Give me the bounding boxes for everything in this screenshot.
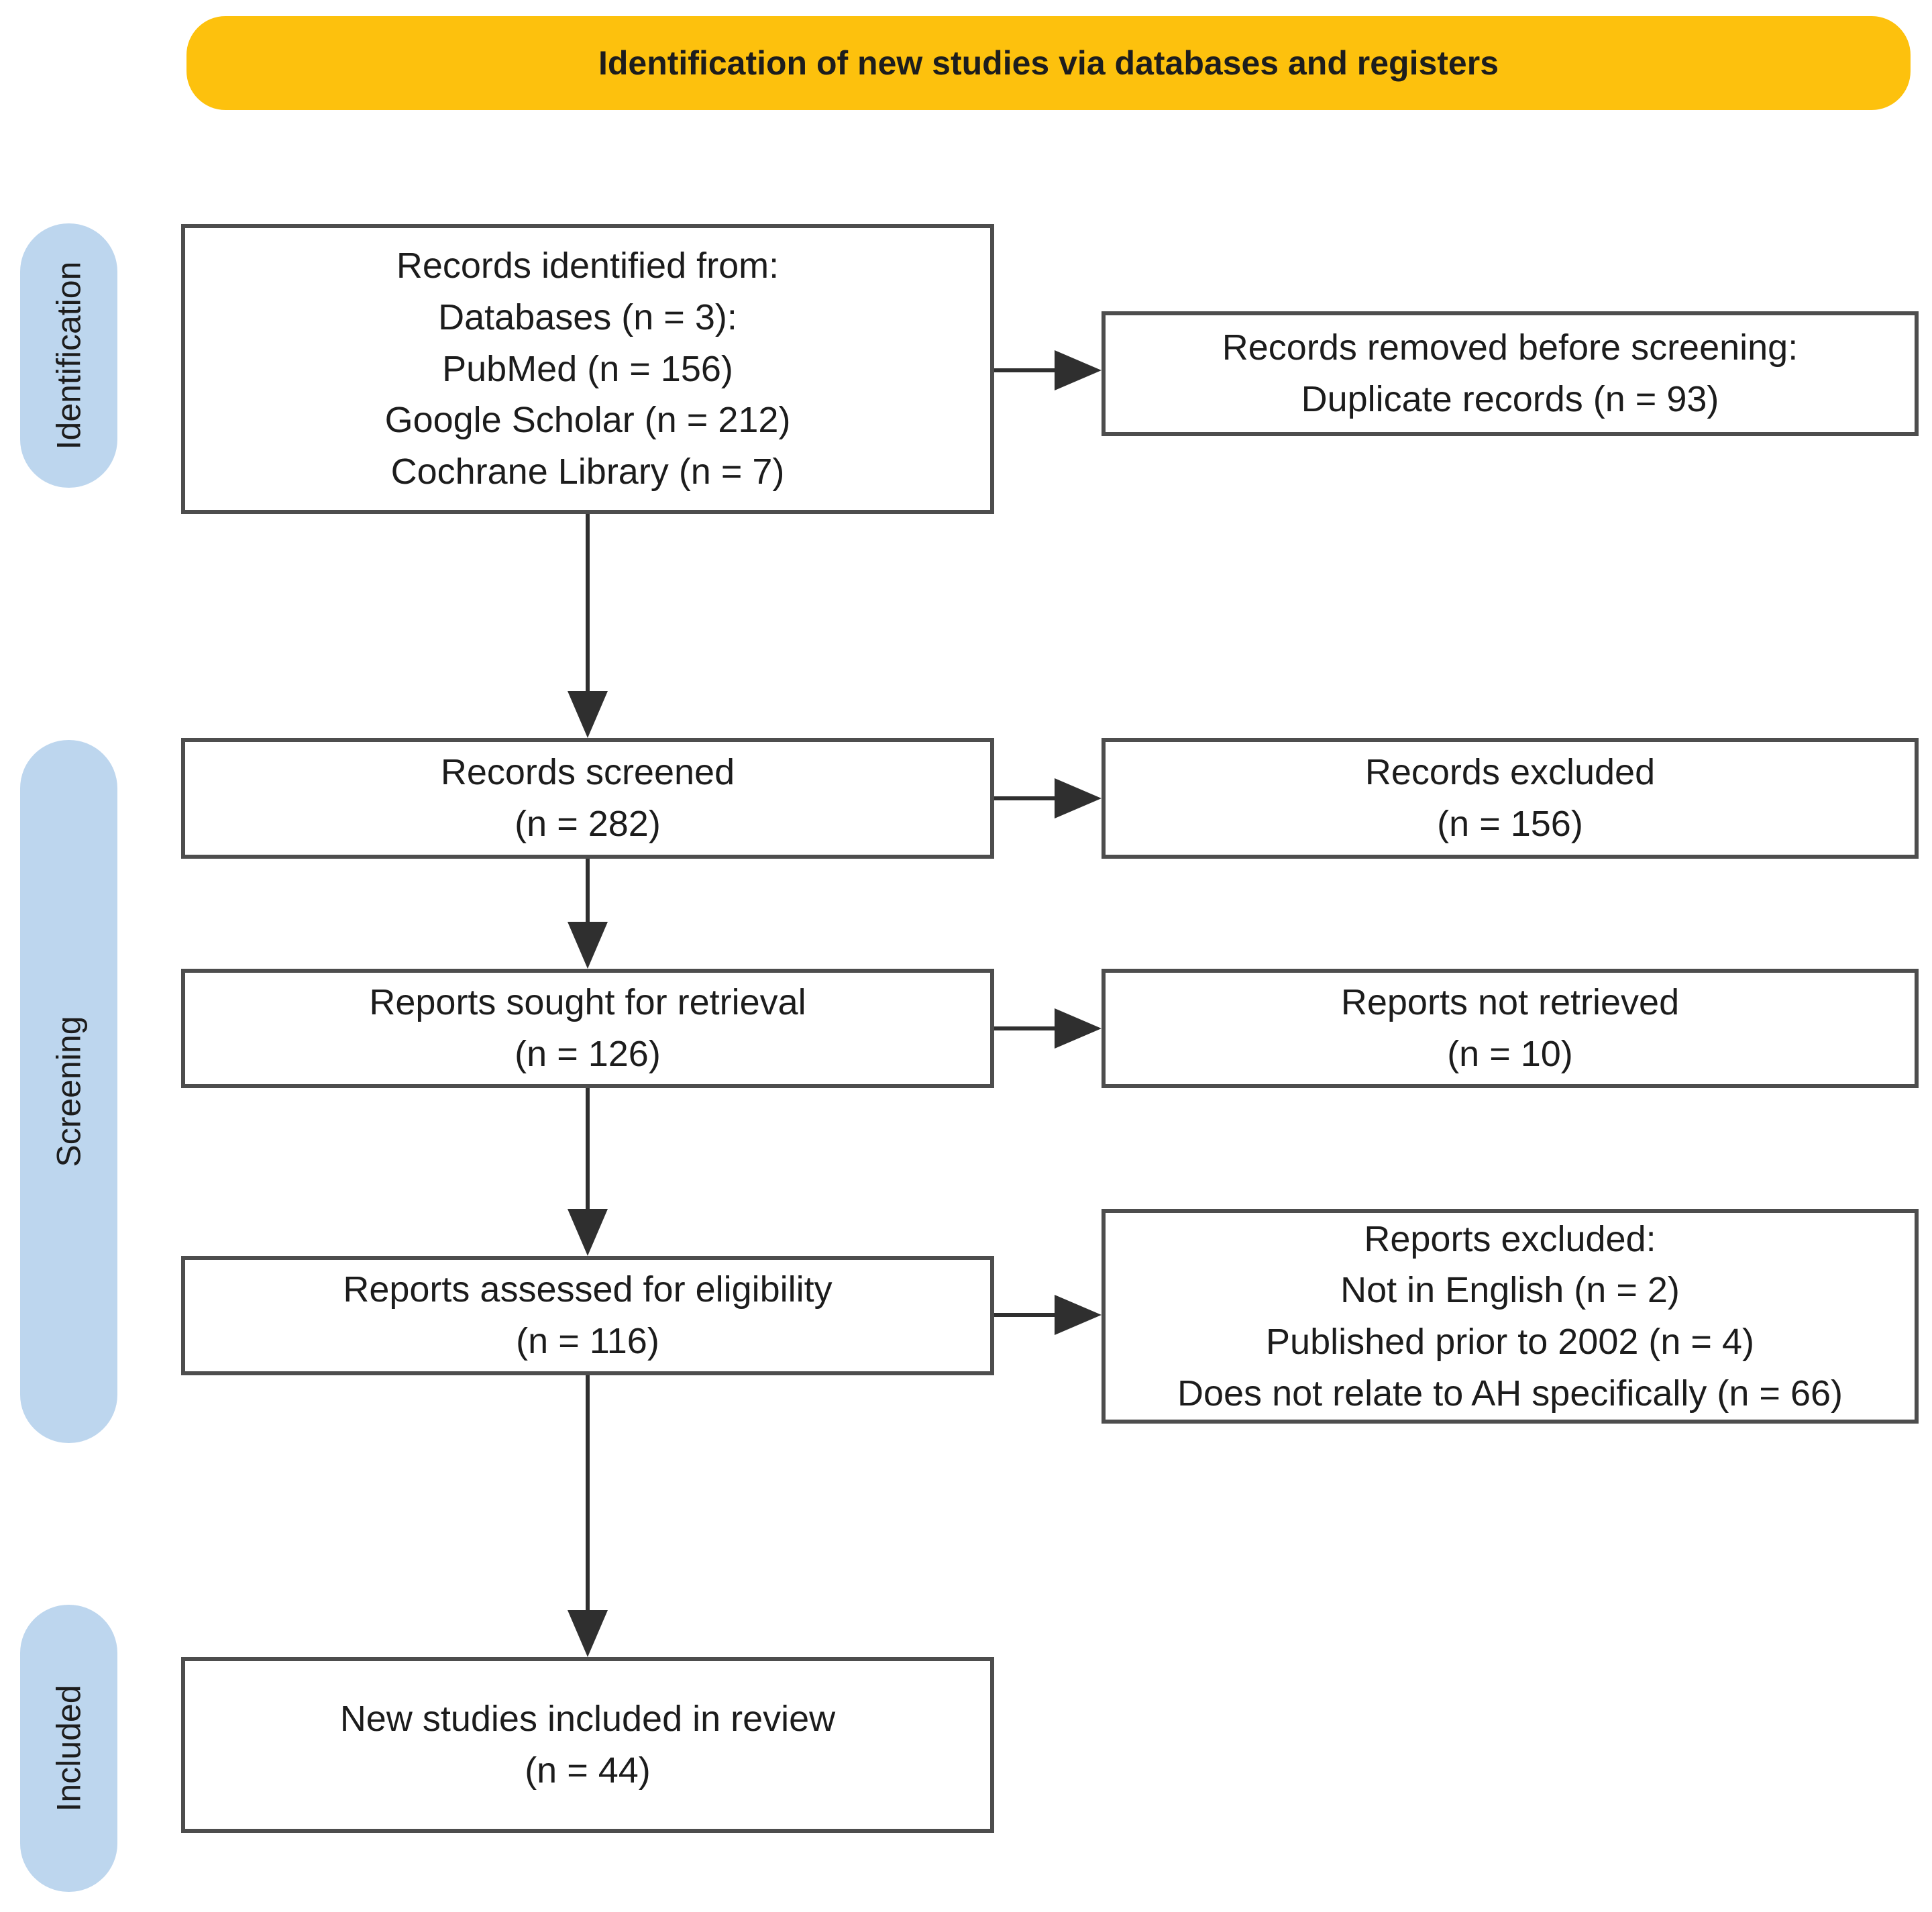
connector-screened-to-excluded (994, 796, 1056, 800)
box-line: (n = 126) (515, 1034, 661, 1074)
box-line: Reports not retrieved (1340, 982, 1680, 1023)
stage-pill-included: Included (20, 1605, 117, 1892)
box-line: Cochrane Library (n = 7) (390, 452, 785, 492)
new-studies-included-box: New studies included in review (n = 44) (181, 1657, 994, 1833)
box-line: (n = 156) (1437, 804, 1583, 844)
box-line: (n = 282) (515, 804, 661, 844)
box-line: Reports excluded: (1364, 1218, 1656, 1259)
records-screened-box: Records screened (n = 282) (181, 738, 994, 859)
arrow-down-icon (568, 1610, 608, 1657)
records-removed-box: Records removed before screening: Duplic… (1102, 311, 1919, 436)
diagram-title: Identification of new studies via databa… (598, 44, 1499, 82)
box-line: Reports assessed for eligibility (343, 1269, 833, 1310)
box-line: Published prior to 2002 (n = 4) (1266, 1322, 1754, 1362)
arrow-right-icon (1055, 778, 1102, 818)
box-line: Records identified from: (396, 246, 780, 286)
connector-screened-to-sought (586, 859, 590, 923)
arrow-down-icon (568, 1209, 608, 1256)
reports-sought-box: Reports sought for retrieval (n = 126) (181, 969, 994, 1088)
connector-assessed-to-included (586, 1375, 590, 1611)
box-line: Databases (n = 3): (438, 297, 737, 337)
box-line: (n = 10) (1447, 1034, 1573, 1074)
connector-sought-to-not-retrieved (994, 1026, 1056, 1030)
arrow-right-icon (1055, 350, 1102, 390)
box-line: Duplicate records (n = 93) (1301, 379, 1719, 419)
stage-pill-screening: Screening (20, 740, 117, 1443)
connector-assessed-to-reports-excluded (994, 1313, 1056, 1317)
box-line: Records removed before screening: (1222, 327, 1799, 368)
stage-label-included: Included (50, 1685, 88, 1812)
box-line: Records screened (440, 752, 735, 793)
reports-not-retrieved-box: Reports not retrieved (n = 10) (1102, 969, 1919, 1088)
reports-assessed-box: Reports assessed for eligibility (n = 11… (181, 1256, 994, 1375)
box-line: New studies included in review (339, 1699, 836, 1740)
arrow-down-icon (568, 691, 608, 738)
stage-pill-identification: Identification (20, 223, 117, 488)
diagram-title-banner: Identification of new studies via databa… (186, 16, 1911, 110)
connector-sought-to-assessed (586, 1088, 590, 1210)
box-line: Not in English (n = 2) (1340, 1270, 1680, 1311)
box-line: Reports sought for retrieval (369, 982, 806, 1023)
reports-excluded-box: Reports excluded: Not in English (n = 2)… (1102, 1209, 1919, 1424)
records-excluded-box: Records excluded (n = 156) (1102, 738, 1919, 859)
box-line: PubMed (n = 156) (442, 348, 733, 389)
stage-label-identification: Identification (50, 261, 88, 450)
box-line: Google Scholar (n = 212) (384, 400, 791, 441)
arrow-right-icon (1055, 1008, 1102, 1049)
connector-identified-to-removed (994, 368, 1056, 372)
arrow-down-icon (568, 922, 608, 969)
records-identified-box: Records identified from: Databases (n = … (181, 224, 994, 514)
box-line: (n = 44) (525, 1750, 651, 1791)
box-line: Does not relate to AH specifically (n = … (1177, 1373, 1843, 1414)
box-line: Records excluded (1364, 752, 1656, 793)
arrow-right-icon (1055, 1295, 1102, 1335)
stage-label-screening: Screening (50, 1016, 88, 1167)
connector-identified-to-screened (586, 514, 590, 692)
box-line: (n = 116) (516, 1321, 659, 1361)
